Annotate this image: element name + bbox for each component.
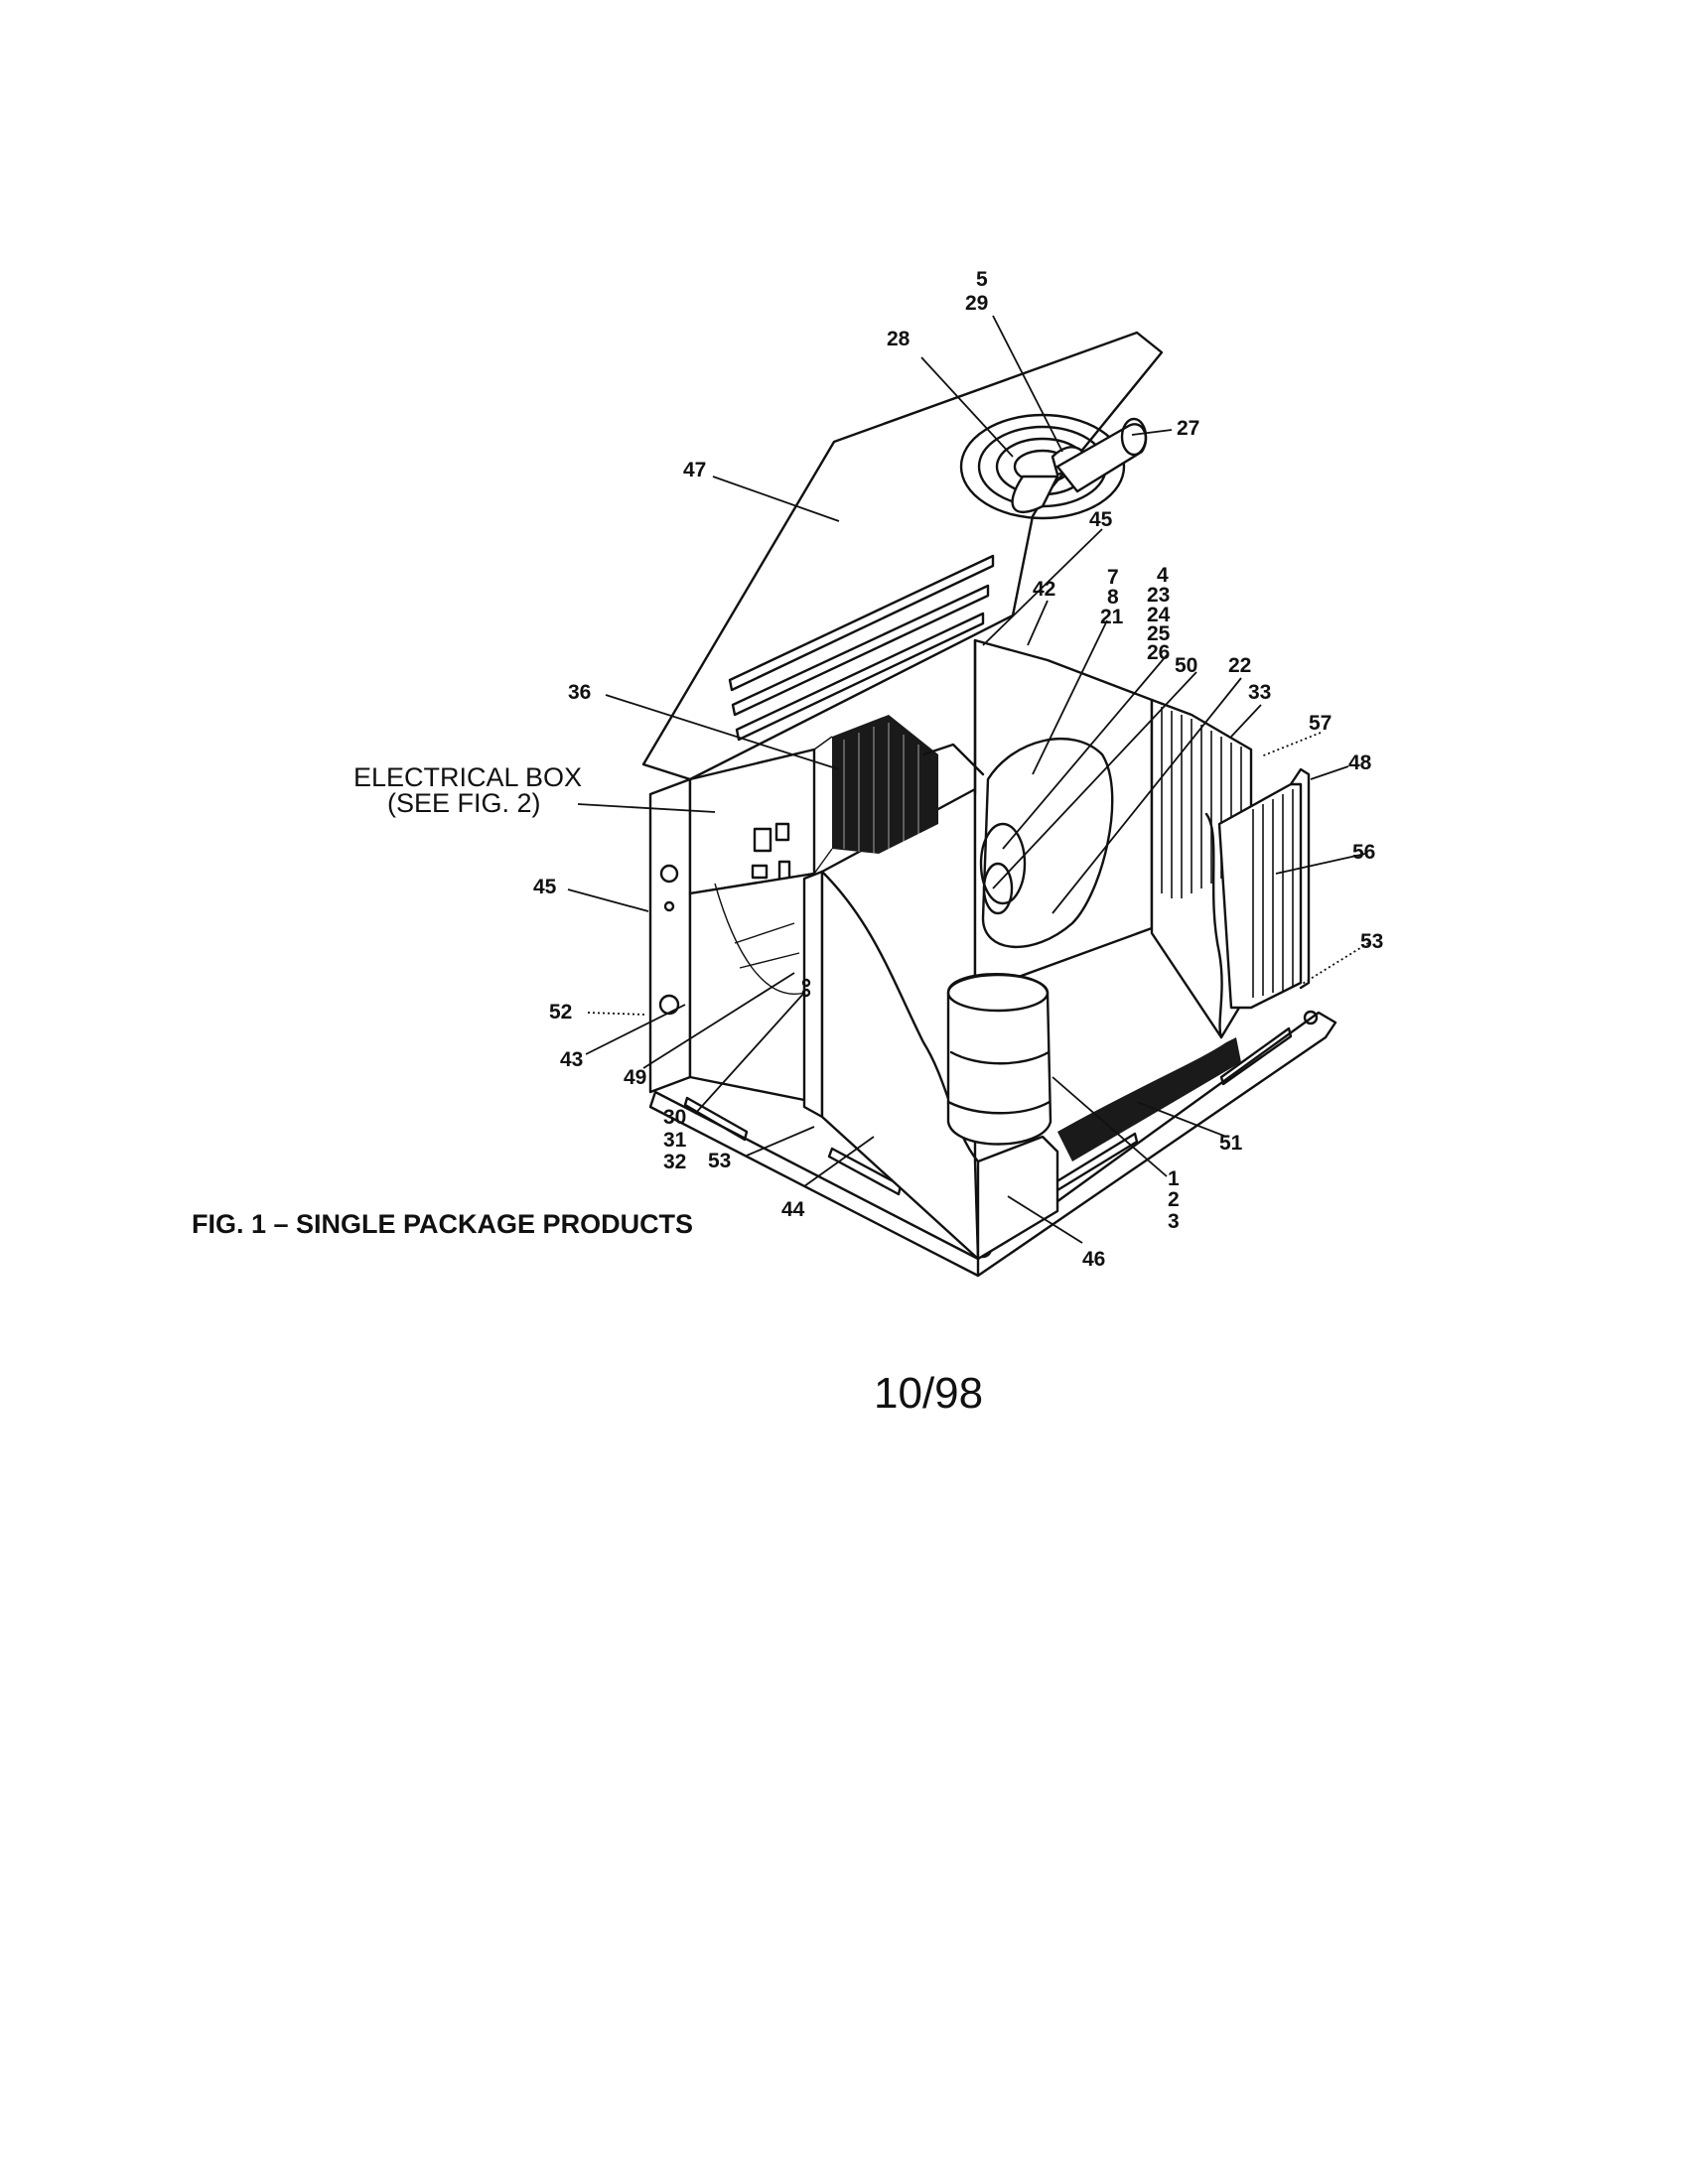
callout-21: 21 <box>1100 606 1124 628</box>
figure-caption: FIG. 1 – SINGLE PACKAGE PRODUCTS <box>192 1209 693 1239</box>
callout-42: 42 <box>1033 578 1055 601</box>
callout-46: 46 <box>1082 1248 1105 1271</box>
callout-44: 44 <box>781 1198 805 1221</box>
callout-26: 26 <box>1147 641 1170 664</box>
date-code: 10/98 <box>874 1369 983 1418</box>
callout-45-top: 45 <box>1089 508 1113 531</box>
callout-5: 5 <box>976 268 988 291</box>
left-corner-panel <box>648 777 692 1094</box>
base-slot <box>683 1096 749 1142</box>
control-access-panel <box>688 872 816 1104</box>
callout-7: 7 <box>1107 566 1119 589</box>
partition-panel <box>802 870 824 1119</box>
callout-51: 51 <box>1219 1132 1243 1155</box>
base-mounting-hole <box>1303 1010 1319 1025</box>
callout-36: 36 <box>568 681 591 704</box>
leader-lines <box>567 315 1369 1244</box>
callout-53-right: 53 <box>1360 930 1383 953</box>
callout-31: 31 <box>663 1129 687 1152</box>
condenser-coil-bottom <box>1057 1037 1241 1161</box>
unit-illustration <box>641 331 1337 1278</box>
callout-8: 8 <box>1107 586 1119 609</box>
callout-52: 52 <box>549 1001 572 1024</box>
callout-47: 47 <box>683 459 706 481</box>
electrical-box-reference: (SEE FIG. 2) <box>387 788 541 818</box>
callout-50: 50 <box>1175 654 1197 677</box>
base-slot <box>1219 1026 1293 1086</box>
callout-43: 43 <box>560 1048 583 1071</box>
compressor <box>946 973 1052 1146</box>
callout-49: 49 <box>624 1066 646 1089</box>
callout-29: 29 <box>965 292 988 315</box>
callout-labels: 5 29 28 27 47 45 42 7 8 21 4 23 24 25 26… <box>533 268 1383 1271</box>
callout-27: 27 <box>1177 417 1199 440</box>
callout-4: 4 <box>1157 564 1169 587</box>
callout-24: 24 <box>1147 604 1171 626</box>
callout-53-left: 53 <box>708 1150 731 1172</box>
callout-45-left: 45 <box>533 876 557 898</box>
front-panel <box>820 787 980 1261</box>
callout-30: 30 <box>663 1106 686 1129</box>
electrical-box-label: ELECTRICAL BOX <box>353 762 582 792</box>
callout-32: 32 <box>663 1151 686 1173</box>
callout-25: 25 <box>1147 622 1171 645</box>
callout-23: 23 <box>1147 584 1170 607</box>
callout-3: 3 <box>1168 1210 1180 1233</box>
callout-1: 1 <box>1168 1167 1180 1190</box>
callout-28: 28 <box>887 328 911 350</box>
callout-33: 33 <box>1248 681 1271 704</box>
callout-2: 2 <box>1168 1188 1180 1211</box>
callout-57: 57 <box>1309 712 1332 735</box>
callout-48: 48 <box>1348 751 1372 774</box>
side-grille-panel <box>1217 782 1303 1010</box>
callout-22: 22 <box>1228 654 1251 677</box>
inner-corner-panel <box>976 1135 1059 1261</box>
callout-56: 56 <box>1352 841 1375 864</box>
